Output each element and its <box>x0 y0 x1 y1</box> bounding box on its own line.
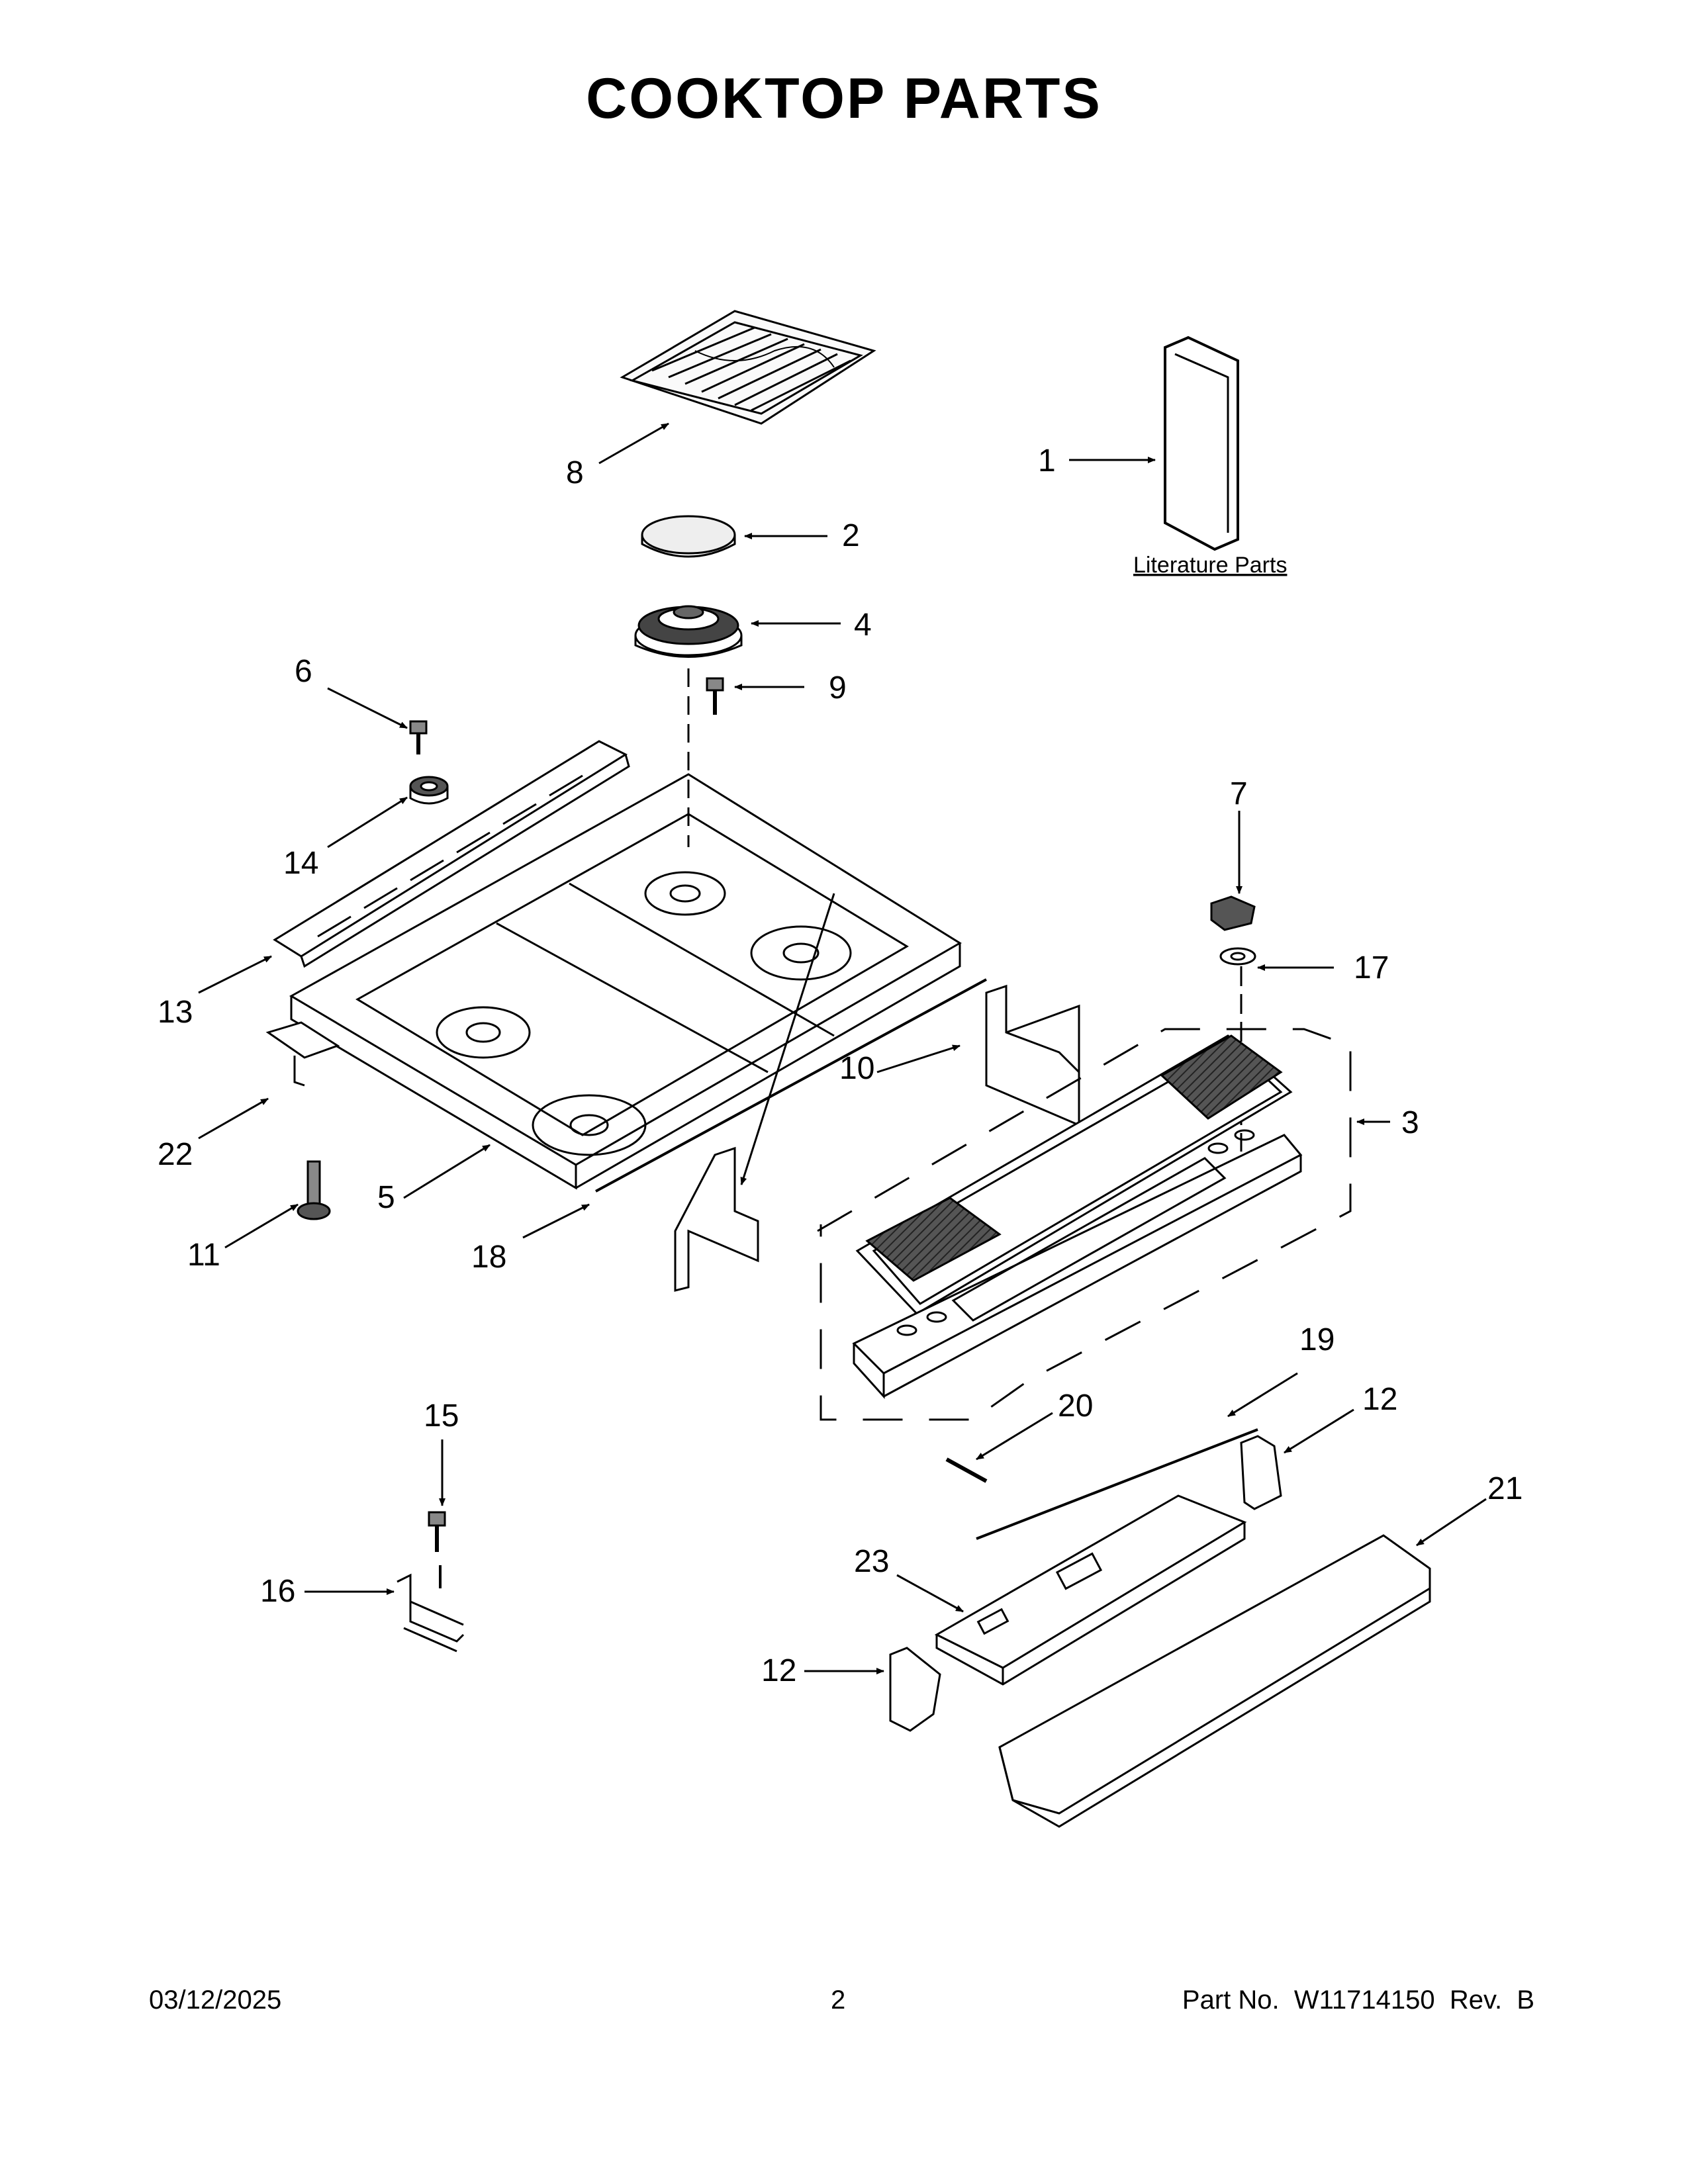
callout-22: 22 <box>158 1137 193 1172</box>
leader-6 <box>327 687 408 729</box>
leader-5 <box>403 1144 491 1199</box>
wire-part-19 <box>976 1428 1258 1540</box>
screw-part-9 <box>706 677 724 715</box>
control-panel-part <box>852 1034 1303 1399</box>
callout-4: 4 <box>854 608 872 643</box>
side-bracket-part-lower <box>674 1146 759 1292</box>
callout-1: 1 <box>1038 443 1056 478</box>
leader-23 <box>896 1574 964 1613</box>
screw-part-15 <box>428 1511 446 1588</box>
leader-21 <box>1416 1498 1487 1547</box>
callout-13: 13 <box>158 995 193 1030</box>
leader-19 <box>1227 1372 1298 1418</box>
control-board-part <box>934 1494 1247 1686</box>
cooktop-part <box>289 773 962 1190</box>
callout-12b: 12 <box>761 1653 796 1688</box>
callout-17: 17 <box>1354 950 1389 985</box>
leader-22 <box>198 1097 269 1140</box>
callout-2: 2 <box>842 518 860 553</box>
burner-head-part <box>634 605 743 658</box>
grate-part <box>620 310 876 425</box>
callout-14: 14 <box>283 846 318 881</box>
bracket-part-16 <box>397 1573 465 1653</box>
leader-lines <box>198 422 1487 1674</box>
callout-8: 8 <box>566 455 584 490</box>
callout-10a: 10 <box>839 1051 874 1086</box>
literature-parts-label: Literature Parts <box>1133 553 1287 578</box>
vent-trim-part <box>273 740 630 968</box>
bracket-part-12-lower <box>889 1647 941 1732</box>
page-title: COOKTOP PARTS <box>586 67 1102 130</box>
callout-23: 23 <box>854 1544 889 1579</box>
bracket-part-12-upper <box>1240 1435 1282 1510</box>
footer-date: 03/12/2025 <box>149 1985 282 2015</box>
callout-3: 3 <box>1401 1105 1419 1140</box>
leader-8 <box>598 422 669 465</box>
leader-10b <box>740 893 835 1185</box>
leader-13 <box>198 955 272 994</box>
callout-labels: 1 2 3 4 5 6 7 8 9 10 10 11 12 12 13 14 1… <box>158 443 1523 1688</box>
screw-part-6 <box>409 720 428 754</box>
callout-9: 9 <box>829 670 847 705</box>
leader-10a <box>876 1044 961 1073</box>
leader-18 <box>522 1203 590 1239</box>
knob-part <box>1210 895 1256 931</box>
callout-11: 11 <box>187 1238 220 1273</box>
footer-part-number: Part No. W11714150 Rev. B <box>1182 1985 1534 2015</box>
callout-20: 20 <box>1058 1388 1093 1424</box>
literature-part <box>1164 336 1239 551</box>
wire-part-20 <box>945 1457 988 1483</box>
leader-12a <box>1284 1408 1354 1454</box>
callout-19: 19 <box>1299 1322 1335 1357</box>
callout-7: 7 <box>1230 776 1248 811</box>
leader-11 <box>224 1203 299 1249</box>
leader-20 <box>976 1412 1053 1461</box>
grommet-part <box>409 776 449 805</box>
callout-5: 5 <box>377 1180 395 1215</box>
leveling-leg-part <box>297 1160 331 1220</box>
callout-16: 16 <box>260 1574 295 1609</box>
callout-18: 18 <box>471 1240 506 1275</box>
control-panel-outline <box>817 1028 1352 1421</box>
leader-14 <box>327 796 408 848</box>
footer-page-number: 2 <box>831 1985 846 2015</box>
lower-trim-part <box>998 1534 1431 1828</box>
callout-12a: 12 <box>1362 1382 1397 1417</box>
side-bracket-part-upper <box>985 984 1080 1127</box>
bracket-part-22 <box>265 1021 340 1087</box>
seal-strip-part <box>595 978 987 1193</box>
callout-6: 6 <box>295 654 312 689</box>
burner-cap-part <box>641 515 736 558</box>
callout-15: 15 <box>424 1398 459 1433</box>
callout-21: 21 <box>1487 1471 1523 1506</box>
